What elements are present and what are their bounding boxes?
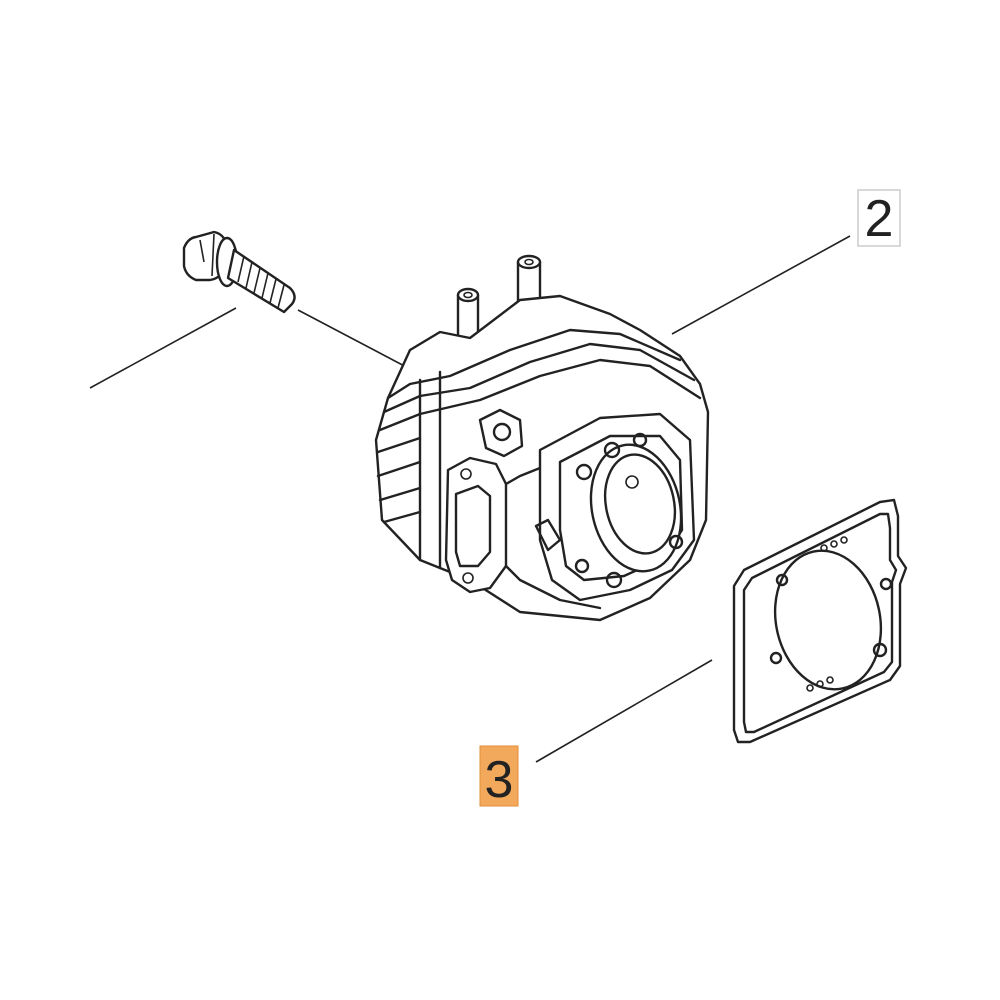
callout-3-highlight bbox=[479, 745, 519, 807]
callout-3: 3 bbox=[479, 745, 519, 809]
bolt-leader-right bbox=[297, 309, 413, 371]
cylinder bbox=[374, 254, 710, 622]
callout-2: 2 bbox=[857, 189, 901, 248]
callout-2-box bbox=[857, 189, 901, 247]
callout-3-label: 3 bbox=[485, 751, 514, 809]
callout-2-label: 2 bbox=[865, 190, 894, 248]
cylinder-leader bbox=[671, 235, 851, 335]
gasket bbox=[732, 498, 908, 744]
bolt-leader-left bbox=[89, 307, 237, 389]
bolt bbox=[182, 230, 296, 314]
gasket-leader bbox=[535, 659, 713, 763]
